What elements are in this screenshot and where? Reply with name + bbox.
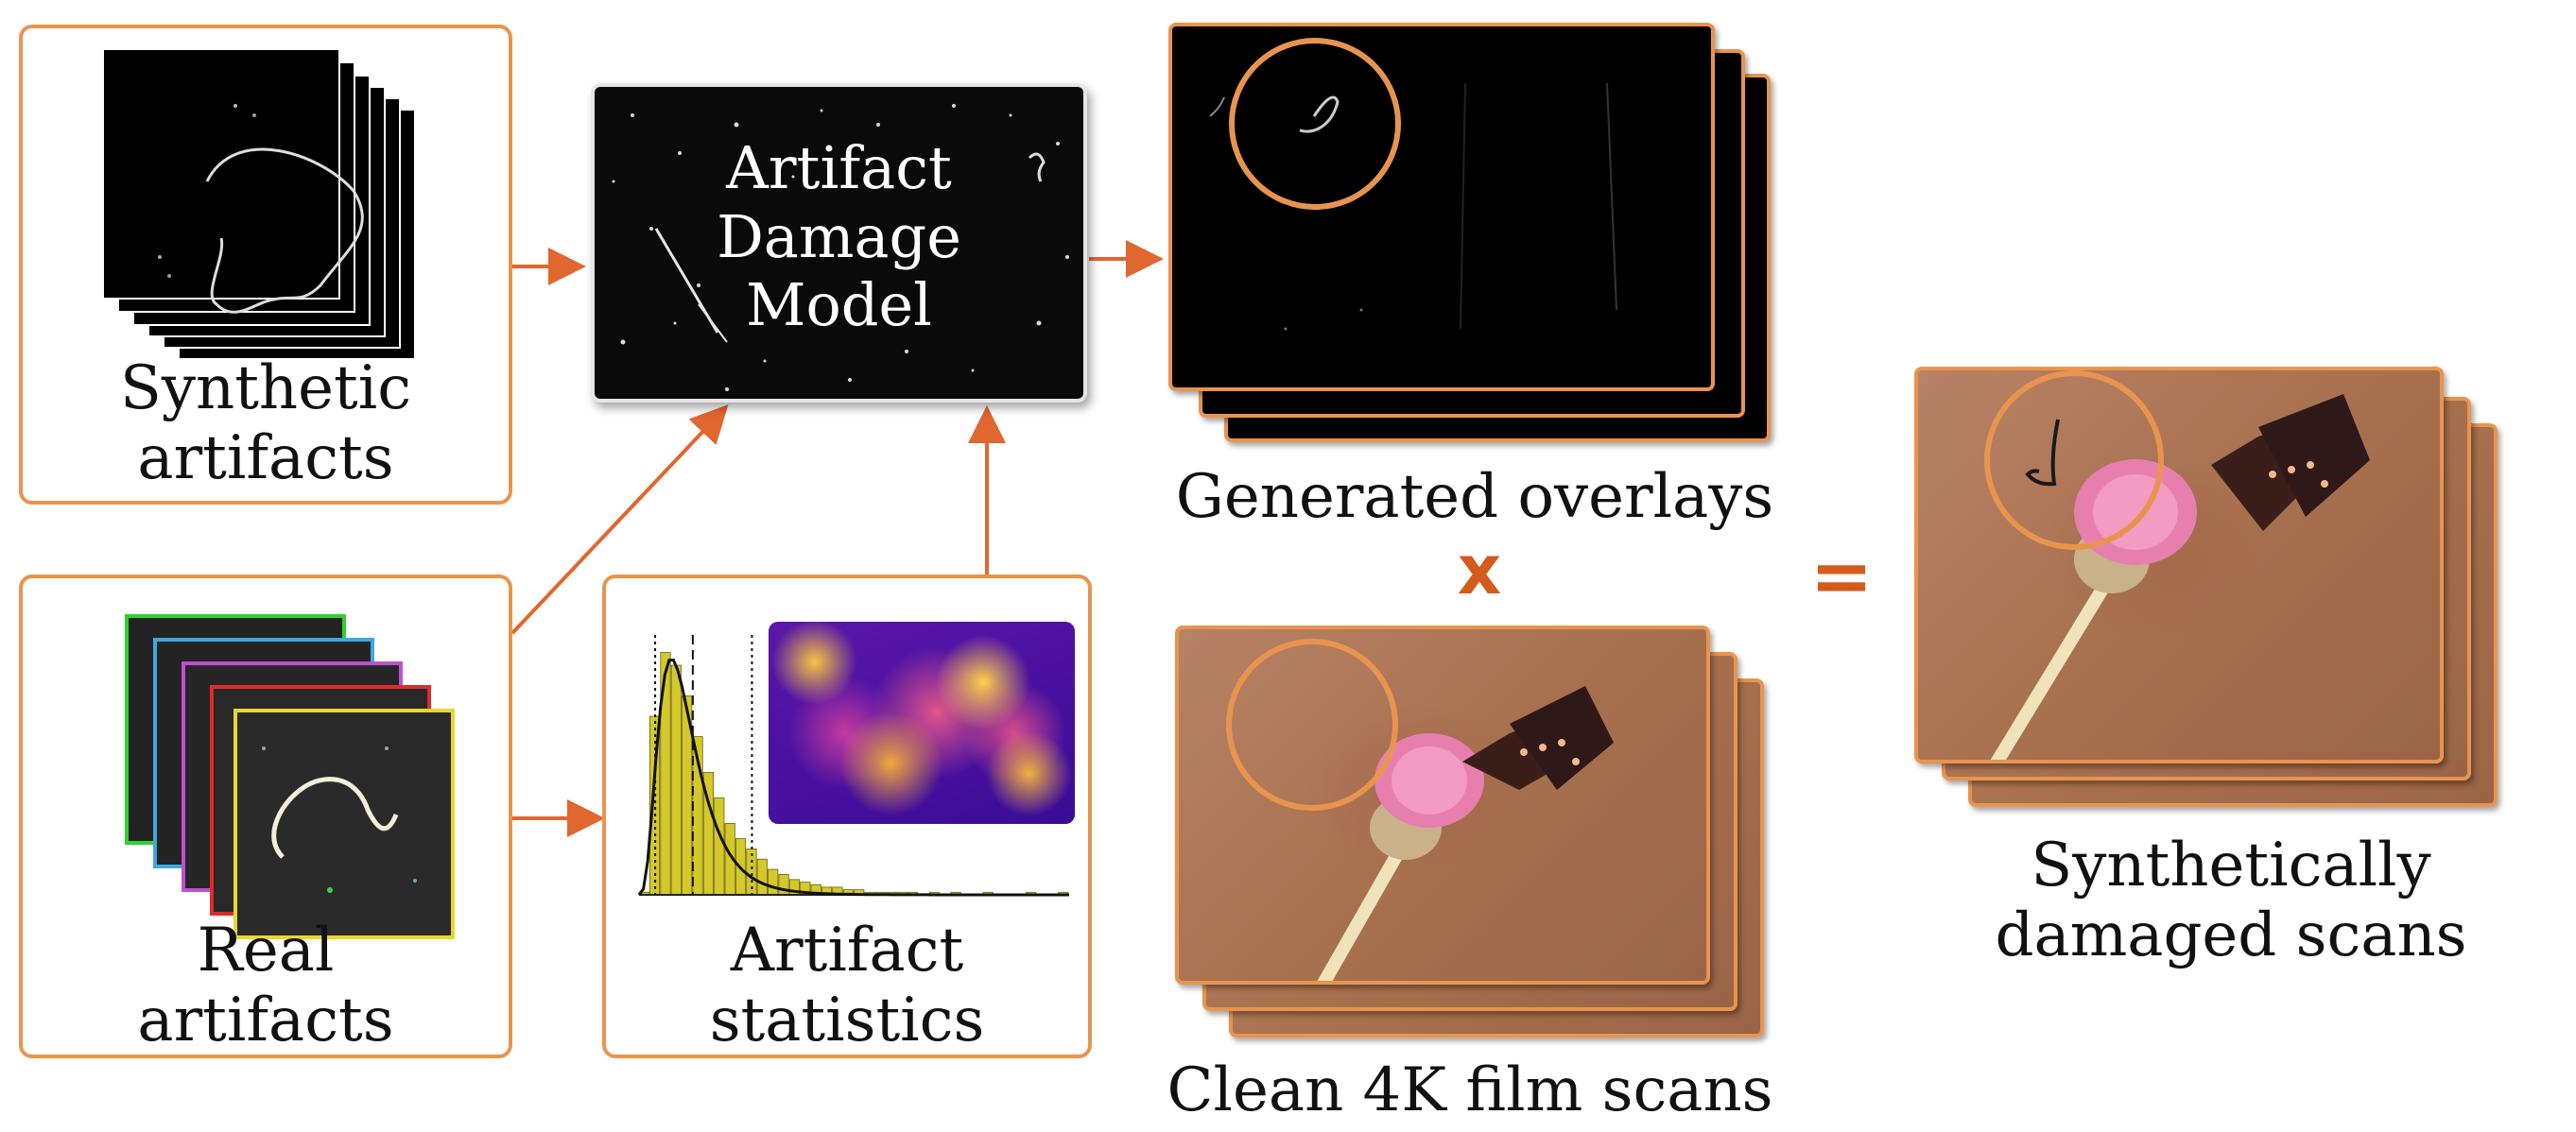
overlay-frame-front [1168, 23, 1715, 391]
real-artifacts-panel: Real artifacts [19, 575, 512, 1058]
artifact-damage-model-panel: Artifact Damage Model [591, 83, 1087, 403]
model-title-line-3: Model [745, 270, 933, 340]
real-label-line-2: artifacts [137, 985, 394, 1055]
clean-scan-frame-front [1175, 626, 1710, 985]
model-title-line-2: Damage [717, 201, 961, 271]
model-noise-texture [612, 104, 1069, 391]
multiply-operator: x [1457, 530, 1502, 609]
model-title-line-1: Artifact [726, 133, 952, 202]
statistics-label-line-2: statistics [709, 985, 985, 1055]
arrow-real-to-model [510, 404, 729, 635]
synthetically-damaged-scans-label: Synthetically damaged scans [1900, 831, 2562, 970]
result-label-line-1: Synthetically [2031, 831, 2431, 900]
damaged-scan-zoom-circle [1984, 370, 2164, 550]
histogram-bar [768, 868, 779, 896]
histogram-bar [714, 797, 725, 896]
real-label-line-1: Real [197, 916, 335, 986]
heatmap-image [769, 622, 1075, 824]
result-label-line-2: damaged scans [1995, 900, 2467, 970]
generated-overlays-label: Generated overlays [1175, 462, 1774, 532]
artifact-statistics-label: Artifact statistics [606, 916, 1088, 1055]
artifact-statistics-panel: Artifact statistics [602, 575, 1092, 1058]
histogram-bar [670, 664, 682, 896]
synthetic-label-line-1: Synthetic [119, 353, 412, 423]
synthetic-label-line-2: artifacts [137, 422, 394, 493]
damaged-scan-frame-front [1914, 367, 2444, 763]
statistics-label-line-1: Artifact [730, 916, 964, 986]
equals-operator: = [1809, 532, 1874, 620]
histogram-bar [756, 858, 768, 896]
histogram-bar [778, 873, 789, 896]
real-artifacts-stack [125, 614, 455, 939]
synthetic-artifacts-label: Synthetic artifacts [23, 353, 509, 493]
histogram-chart [637, 635, 1069, 897]
model-title: Artifact Damage Model [595, 133, 1083, 340]
butterfly-on-thistle-photo [1317, 686, 1614, 981]
synthetic-artifacts-panel: Synthetic artifacts [19, 25, 512, 505]
overlay-zoom-circle [1229, 38, 1401, 210]
synthetic-artifacts-stack [102, 48, 416, 360]
clean-scan-zoom-circle [1226, 639, 1398, 811]
histogram-fit-curve [637, 658, 1069, 897]
real-artifacts-label: Real artifacts [23, 916, 509, 1055]
clean-film-scans-label: Clean 4K film scans [1167, 1055, 1773, 1125]
